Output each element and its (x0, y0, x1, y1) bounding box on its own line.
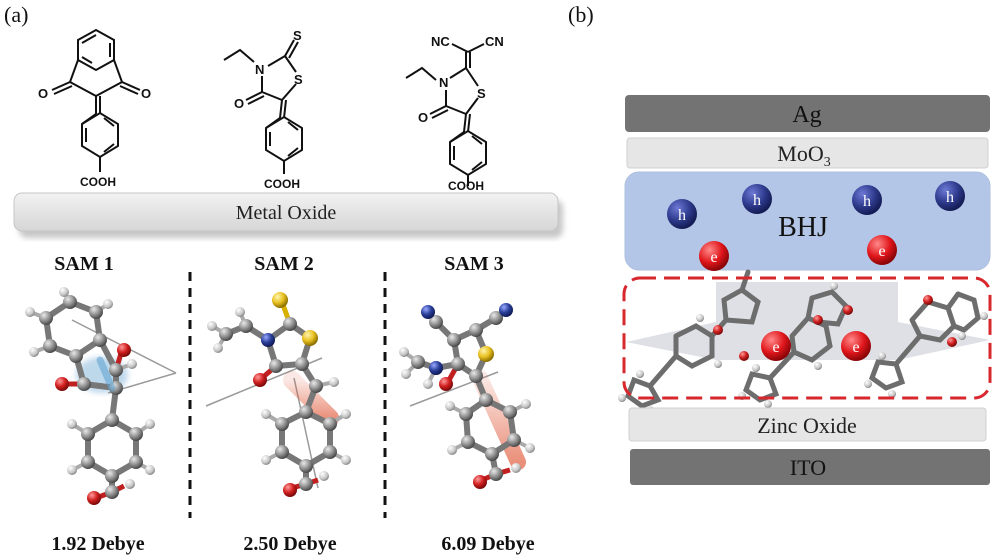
bhj-label: BHJ (778, 212, 828, 243)
electron-4-label: e (852, 339, 859, 356)
sam2-dipole: 2.50 Debye (243, 533, 336, 555)
moo3-base: MoO (777, 141, 823, 166)
metal-oxide-label: Metal Oxide (236, 202, 337, 224)
sam1-o-left: O (38, 86, 48, 101)
sam1-o-right: O (141, 86, 151, 101)
electron-2-label: e (878, 243, 885, 260)
sam3-s-ring: S (477, 86, 486, 101)
sam2-3d-model (205, 292, 351, 497)
sam2-s-ring: S (294, 72, 303, 87)
zno-layer (628, 407, 987, 442)
electron-3: e (761, 331, 791, 361)
hole-3: h (852, 185, 882, 215)
sam3-structure (405, 43, 487, 186)
moo3-layer (626, 137, 989, 169)
sam2-cooh: COOH (264, 177, 300, 191)
ag-layer (625, 95, 990, 132)
electron-1-label: e (710, 249, 717, 266)
hole-1: h (667, 199, 697, 229)
electron-1: e (699, 241, 729, 271)
sam3-nc: NC (431, 34, 450, 49)
sam3-n: N (439, 75, 448, 90)
sam2-title: SAM 2 (254, 253, 313, 275)
zno-label: Zinc Oxide (757, 413, 857, 438)
electron-4: e (841, 331, 871, 361)
hole-4: h (935, 181, 965, 211)
sam3-3d-model (399, 303, 535, 489)
hole-1-label: h (678, 207, 686, 224)
sam1-3d-model (25, 287, 177, 505)
sam-layer (618, 269, 992, 414)
sam1-structure (51, 28, 141, 172)
ito-layer (630, 449, 990, 485)
sam3-cn: CN (485, 34, 504, 49)
sam1-title: SAM 1 (54, 253, 113, 275)
hole-3-label: h (863, 193, 871, 210)
hole-4-label: h (946, 189, 954, 206)
hole-2-label: h (753, 192, 761, 209)
panel-a-label: (a) (4, 2, 28, 27)
ag-label: Ag (792, 102, 821, 128)
sam3-dipole: 6.09 Debye (441, 533, 534, 555)
sam3-cooh: COOH (448, 179, 484, 193)
panel-b-label: (b) (568, 2, 594, 27)
sam2-o: O (234, 96, 244, 111)
sam-layer-border (622, 276, 992, 400)
moo3-label: MoO3 (777, 141, 830, 170)
sam1-dipole: 1.92 Debye (51, 533, 144, 555)
sam-molecule-2 (742, 289, 849, 403)
sam2-s-exo: S (293, 28, 302, 43)
sam1-cooh: COOH (80, 175, 116, 189)
hole-2: h (742, 184, 772, 214)
sam3-o: O (418, 110, 428, 125)
sam3-title: SAM 3 (444, 253, 503, 275)
electron-3-label: e (772, 339, 779, 356)
sam-molecule-1 (624, 269, 761, 409)
ito-label: ITO (790, 455, 826, 480)
electron-2: e (867, 235, 897, 265)
sam2-structure (223, 39, 303, 174)
metal-oxide-surface (13, 192, 563, 238)
moo3-subscript: 3 (824, 155, 831, 170)
sam2-n: N (255, 62, 264, 77)
